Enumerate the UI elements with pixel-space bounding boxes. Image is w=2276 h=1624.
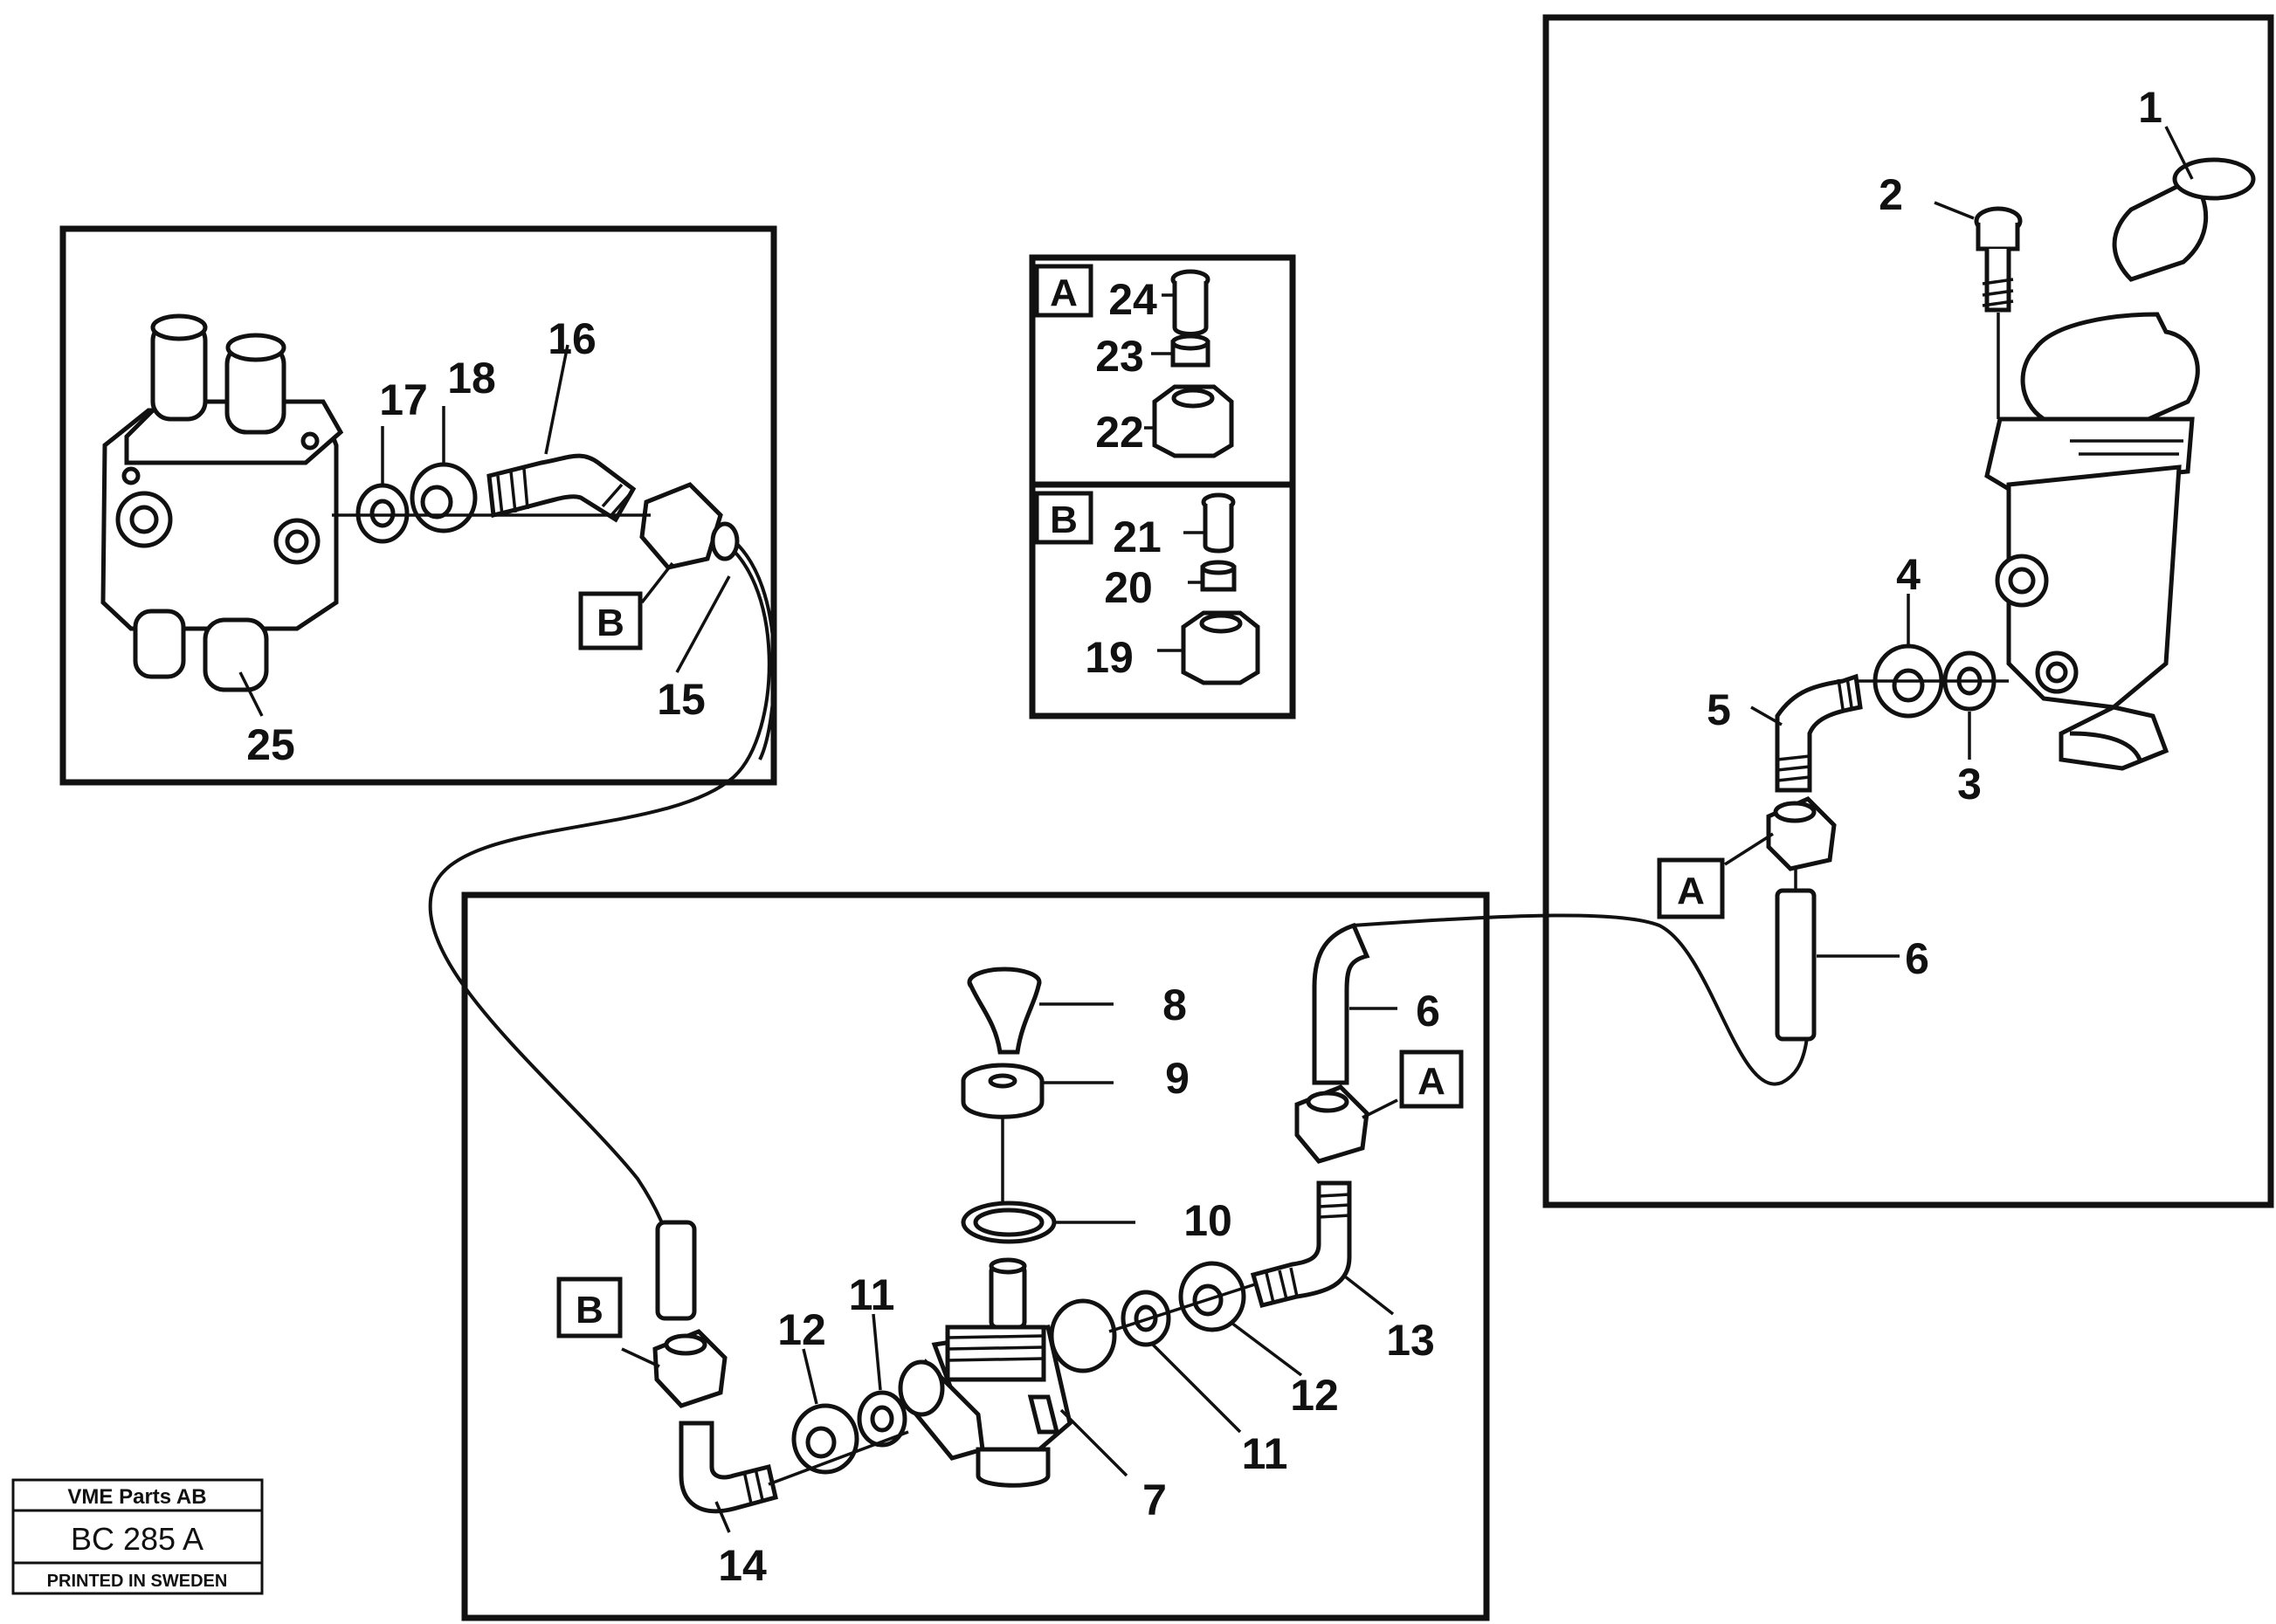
leader-5 [1750, 705, 1783, 726]
hose-6-end [1775, 869, 1817, 1042]
frame-right-handbrake [1542, 14, 2274, 1208]
nut-b-bottom [652, 1329, 728, 1408]
label-16: 16 [548, 314, 597, 363]
callout-b-left: B [597, 602, 624, 644]
washer-11-left [857, 1390, 907, 1448]
label-2: 2 [1879, 170, 1903, 219]
elbow-16 [486, 453, 637, 523]
bolt-2 [1974, 206, 2023, 419]
hose-6-bottom [1312, 922, 1370, 1085]
label-21: 21 [1113, 513, 1162, 561]
label-20: 20 [1104, 563, 1153, 612]
callout-a-inset: A [1050, 272, 1078, 314]
leader-2 [1934, 201, 1975, 220]
label-1: 1 [2138, 83, 2162, 132]
label-9: 9 [1165, 1054, 1190, 1103]
part-20 [1200, 560, 1237, 592]
leader-15 [675, 575, 731, 673]
label-13: 13 [1386, 1316, 1435, 1365]
label-19: 19 [1085, 633, 1134, 682]
nut-a-right [1766, 796, 1837, 871]
stamp-code: BC 285 A [71, 1521, 203, 1557]
part-19 [1181, 610, 1260, 685]
label-10: 10 [1183, 1196, 1232, 1245]
label-17: 17 [379, 375, 428, 424]
handbrake-valve-1 [1984, 157, 2256, 771]
label-7: 7 [1142, 1476, 1167, 1524]
callout-a-bottom: A [1417, 1060, 1445, 1103]
label-6-bottom: 6 [1416, 987, 1440, 1036]
label-12-left: 12 [777, 1305, 826, 1354]
part-21 [1201, 492, 1236, 554]
leader-12-left [802, 1348, 818, 1405]
leader-11-right [1151, 1343, 1242, 1434]
leader-13 [1343, 1275, 1395, 1316]
hose-15-end [655, 1220, 697, 1321]
callout-box-a-inset [1034, 264, 1093, 318]
nut-a-bottom [1294, 1084, 1369, 1164]
hose-15 [428, 535, 771, 1263]
part-24 [1170, 269, 1210, 336]
leader-a-bottom [1362, 1098, 1398, 1119]
callout-box-b-bottom [556, 1276, 623, 1338]
valve-7 [898, 1257, 1117, 1488]
label-5: 5 [1707, 685, 1731, 734]
callout-box-a-bottom [1399, 1049, 1464, 1109]
washer-17 [355, 483, 410, 544]
leader-b-bottom [621, 1347, 660, 1368]
leader-16 [544, 344, 569, 455]
leader-14 [714, 1501, 731, 1533]
label-8: 8 [1162, 981, 1187, 1029]
label-11-left: 11 [849, 1270, 895, 1319]
label-25: 25 [246, 720, 295, 769]
label-6-right: 6 [1905, 934, 1929, 983]
callout-box-a-right [1657, 857, 1725, 919]
ring-10 [961, 1201, 1057, 1244]
hose-15-line2 [728, 535, 776, 760]
label-24: 24 [1108, 275, 1157, 324]
part-23 [1170, 334, 1210, 368]
nut-12-left [791, 1403, 859, 1475]
stamp-company: VME Parts AB [67, 1485, 206, 1509]
frame-bottom-valve [461, 891, 1490, 1621]
elbow-13 [1250, 1180, 1352, 1309]
nut-18 [410, 462, 478, 533]
elbow-14 [679, 1421, 778, 1514]
elbow-5 [1775, 673, 1863, 793]
leader-b-left [640, 561, 674, 604]
knob-8 [967, 967, 1042, 1055]
stamp-printed: PRINTED IN SWEDEN [47, 1572, 228, 1591]
stamp-block: VME Parts AB BC 285 A PRINTED IN SWEDEN [11, 1478, 264, 1595]
leader-25 [238, 671, 264, 717]
callout-b-inset: B [1050, 499, 1078, 541]
valve-25 [100, 313, 344, 692]
label-15: 15 [657, 675, 706, 724]
leader-a-right [1724, 832, 1774, 866]
leader-12-right [1230, 1321, 1303, 1377]
frame-left-valve [59, 225, 777, 786]
label-4: 4 [1896, 550, 1921, 599]
cap-9 [961, 1063, 1045, 1119]
label-3: 3 [1957, 760, 1982, 809]
leader-1 [2164, 126, 2194, 180]
label-12-right: 12 [1290, 1371, 1339, 1420]
label-14: 14 [718, 1541, 767, 1590]
label-18: 18 [447, 354, 496, 403]
callout-b-bottom: B [576, 1289, 603, 1332]
label-23: 23 [1095, 332, 1144, 381]
nut-16-fitting [639, 482, 740, 570]
axis-bottom-right [1108, 1282, 1259, 1333]
leader-11-left [872, 1313, 882, 1391]
part-22 [1152, 384, 1234, 458]
callout-a-right: A [1677, 870, 1705, 912]
label-11-right: 11 [1242, 1429, 1288, 1478]
axis-bottom-left [768, 1430, 909, 1486]
leader-7 [1059, 1408, 1128, 1477]
label-22: 22 [1095, 408, 1144, 457]
callout-box-b-inset [1034, 491, 1093, 545]
callout-box-b-left [578, 591, 643, 650]
